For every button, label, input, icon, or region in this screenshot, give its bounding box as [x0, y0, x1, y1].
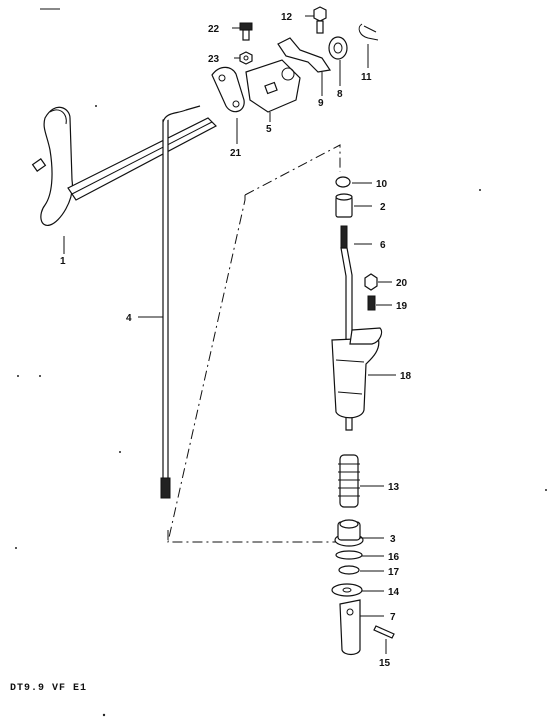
callout-11: 11 [361, 72, 372, 83]
callout-6: 6 [380, 240, 386, 251]
callout-18: 18 [400, 371, 412, 382]
washer-part-14 [331, 583, 363, 597]
callout-14: 14 [388, 587, 400, 598]
nut-part-20 [364, 273, 378, 291]
callout-7: 7 [390, 612, 396, 623]
coupler-part-2 [335, 193, 353, 218]
tiller-handle-part [31, 106, 217, 226]
assembly-frame-line [167, 144, 341, 543]
callout-12: 12 [281, 12, 293, 23]
scan-specks [15, 105, 547, 717]
rubber-boot-part [338, 454, 360, 508]
leader-lines [63, 15, 396, 654]
lever-plate-part [211, 66, 245, 113]
callout-2: 2 [380, 202, 386, 213]
ring-part-17 [338, 565, 360, 575]
screw-part-22 [239, 22, 253, 41]
pin-part-15 [373, 625, 395, 639]
callout-9: 9 [318, 98, 324, 109]
callout-17: 17 [388, 567, 400, 578]
bushing-part-8 [328, 36, 348, 60]
oring-part-16 [335, 550, 363, 560]
clip-part-11 [358, 23, 379, 41]
model-caption: DT9.9 VF E1 [10, 683, 88, 694]
callout-1: 1 [60, 256, 66, 267]
seal-part-3 [334, 519, 364, 547]
callout-13: 13 [388, 482, 400, 493]
callout-8: 8 [337, 89, 343, 100]
shift-housing-part [331, 327, 383, 419]
callout-19: 19 [396, 301, 408, 312]
callout-10: 10 [376, 179, 388, 190]
ring-part-10 [335, 176, 351, 188]
bracket-part-9 [277, 37, 332, 73]
shift-rod-part [160, 105, 201, 499]
pin-part-19 [367, 295, 376, 311]
callout-5: 5 [266, 124, 272, 135]
callout-3: 3 [390, 534, 396, 545]
callout-21: 21 [230, 148, 242, 159]
callout-4: 4 [126, 313, 132, 324]
callout-15: 15 [379, 658, 391, 669]
shift-cam-part [245, 59, 301, 113]
callout-23: 23 [208, 54, 220, 65]
callout-22: 22 [208, 24, 220, 35]
bracket-part-7 [339, 599, 361, 656]
callout-16: 16 [388, 552, 400, 563]
callout-20: 20 [396, 278, 408, 289]
bolt-part-12 [313, 6, 327, 34]
nut-part-23 [239, 51, 253, 65]
